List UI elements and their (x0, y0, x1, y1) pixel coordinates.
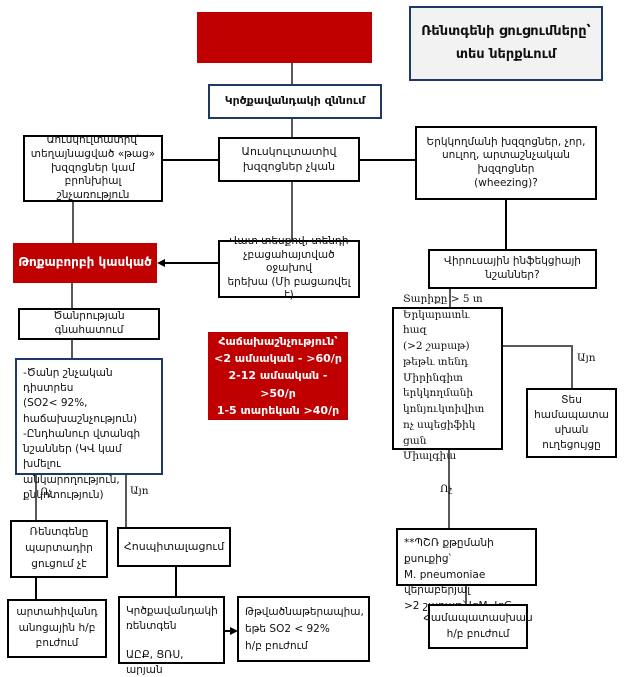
mycoplasma-features-text: Տարիքը > 5 տ Երկարատև հազ (>2 շաբաթ) թեթ… (403, 292, 485, 463)
node-appropriate-treatment: Համապատասխան հ/բ բուժում (423, 604, 533, 649)
connector-illchild-suspicion (164, 262, 218, 264)
node-ill-child: Վատ տեսքով, տենդի չբացահայտված օջախով եր… (218, 235, 360, 301)
node-hospitalization: Հոսպիտալացում (117, 527, 231, 567)
severity-criteria-text: -Ծանր շնչական դիստրես (SO2< 92%, հաճախաշ… (23, 367, 141, 501)
label-no-left: Ոչ (40, 486, 53, 498)
connector-wheezing-viralsigns (505, 200, 507, 249)
node-ausc-localized: Աուսկուլտատիվ՝ տեղայնացված «թաց» խզզոցնե… (23, 134, 163, 202)
connector-hospitalization-xraylabs (175, 567, 177, 596)
node-outpatient-treatment: արտահիվանդ անոցային հ/բ բուժում (7, 599, 107, 658)
node-chest-xray-labs: Կրծքավանդակի ռենտգեն ԱԸՔ, ՑՌՍ, արյան (118, 596, 225, 676)
node-tachypnea: Հաճախաշնչություն՝ <2 ամսական - >60/ր 2-1… (208, 332, 348, 420)
oxygen-therapy-text: Թթվածնաթերապիա, եթե SO2 < 92% հ/բ բուժու… (245, 606, 364, 652)
see-guideline-text: Տես համապատասխան ուղեցույցը (534, 393, 609, 452)
connector-pcr-treatment (465, 585, 467, 605)
connector-criteria-hospitalization (125, 475, 127, 527)
xray-not-indicated-text: Ռենտգենը պարտադիր ցուցում չէ (25, 526, 93, 570)
viral-signs-text: Վիրուսային ինֆեկցիայի նշաններ? (444, 255, 581, 281)
node-xray-not-indicated: Ռենտգենը պարտադիր ցուցում չէ (10, 520, 108, 578)
label-no-right: Ոչ (440, 483, 453, 495)
node-bilateral-wheezing: Երկկողմանի խզզոցներ, չոր, սուլող, արտաշն… (415, 126, 597, 200)
ill-child-text: Վատ տեսքով, տենդի չբացահայտված օջախով եր… (227, 234, 351, 302)
outpatient-treatment-text: արտահիվանդ անոցային հ/բ բուժում (16, 605, 98, 650)
connector-auscnone-illchild (291, 182, 293, 240)
connector-auscnone-wheezing (360, 159, 415, 161)
chest-exam-text: Կրծքավանդակի զննում (224, 94, 366, 108)
appropriate-treatment-text: Համապատասխան հ/բ բուժում (423, 611, 533, 640)
connector-mycoplasma-pcr (448, 450, 450, 528)
node-severity-assessment: Ծանրության գնահատում (18, 308, 160, 340)
node-severity-criteria: -Ծանր շնչական դիստրես (SO2< 92%, հաճախաշ… (15, 358, 163, 501)
arrowhead-to-suspicion (157, 259, 165, 267)
connector-noxray-outpatient (35, 578, 37, 599)
chest-xray-labs-text: Կրծքավանդակի ռենտգեն ԱԸՔ, ՑՌՍ, արյան (126, 605, 218, 676)
node-see-guideline: Տես համապատասխան ուղեցույցը (526, 388, 617, 458)
label-yes-right: Այո (577, 352, 596, 364)
ausc-none-text: Աուսկուլտատիվ խզզոցներ չկան (241, 145, 337, 173)
connector-viralsigns-mycoplasma (449, 289, 451, 307)
label-yes-left: Այո (130, 485, 149, 497)
node-mycoplasma-features: Տարիքը > 5 տ Երկարատև հազ (>2 շաբաթ) թեթ… (392, 293, 503, 462)
connector-mycoplasma-guideline-v (571, 345, 573, 388)
connector-ausclocalized-suspicion (72, 202, 74, 243)
tachypnea-text: Հաճախաշնչություն՝ <2 ամսական - >60/ր 2-1… (214, 335, 342, 417)
node-oxygen-therapy: Թթվածնաթերապիա, եթե SO2 < 92% հ/բ բուժու… (237, 596, 370, 662)
node-red-header (197, 12, 372, 63)
pneumonia-suspicion-text: Թոքաբորբի կասկած (18, 255, 152, 270)
legend-text: Ռենտգենի ցուցումները՝ տես ներքևում (421, 24, 591, 62)
arrowhead-to-oxygen (230, 627, 238, 635)
severity-assessment-text: Ծանրության գնահատում (53, 310, 125, 336)
node-viral-signs: Վիրուսային ինֆեկցիայի նշաններ? (428, 249, 597, 289)
connector-severity-criteria (71, 340, 73, 358)
pcr-swab-text: **ՊՇՌ քթըմանի քսուքից՝ M. pneumoniae վեր… (404, 537, 512, 612)
node-ausc-none: Աուսկուլտատիվ խզզոցներ չկան (218, 137, 360, 182)
connector-ausclocalized-auscnone (163, 159, 218, 161)
node-pcr-swab: **ՊՇՌ քթըմանի քսուքից՝ M. pneumoniae վեր… (396, 528, 537, 612)
hospitalization-text: Հոսպիտալացում (123, 539, 225, 553)
bilateral-wheezing-text: Երկկողմանի խզզոցներ, չոր, սուլող, արտաշն… (426, 135, 586, 189)
ausc-localized-text: Աուսկուլտատիվ՝ տեղայնացված «թաց» խզզոցնե… (30, 134, 156, 201)
connector-criteria-noxray (35, 475, 37, 520)
connector-xraylabs-oxygen (225, 630, 232, 632)
node-chest-exam: Կրծքավանդակի զննում (208, 84, 382, 119)
node-legend: Ռենտգենի ցուցումները՝ տես ներքևում (409, 6, 603, 81)
connector-mycoplasma-guideline-h (503, 345, 571, 347)
connector-chestexam-auscnone (291, 119, 293, 137)
connector-redheader-chestexam (291, 63, 293, 84)
connector-suspicion-severity (71, 283, 73, 308)
node-pneumonia-suspicion: Թոքաբորբի կասկած (13, 243, 157, 283)
